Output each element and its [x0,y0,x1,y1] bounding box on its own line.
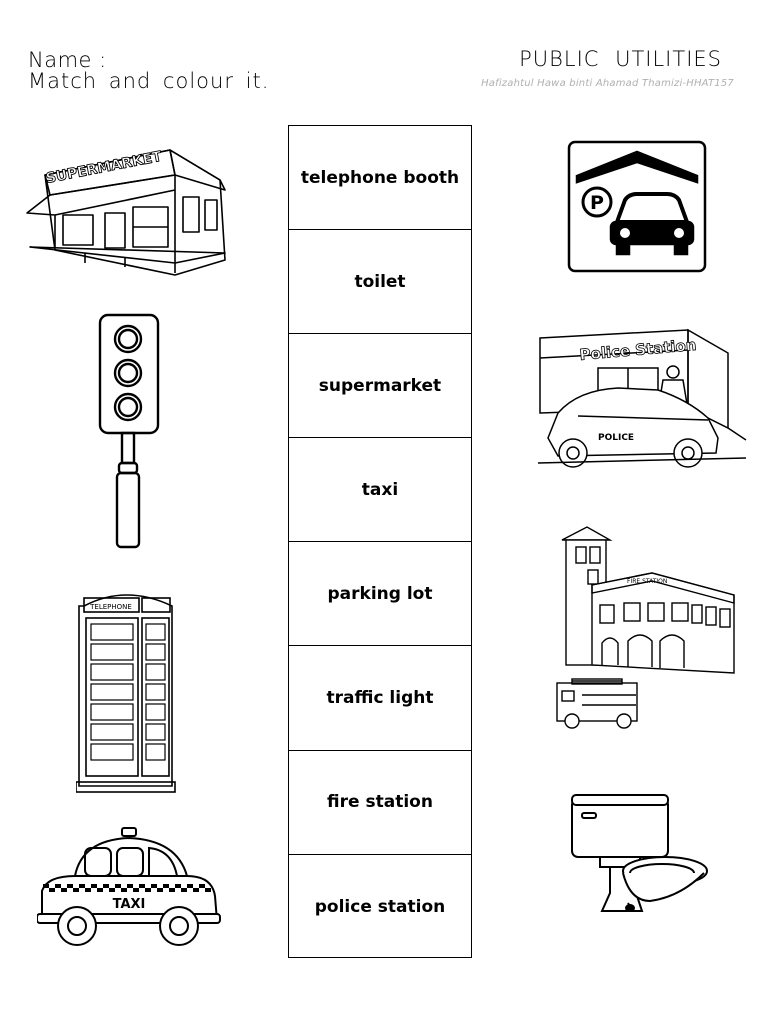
telephone-booth-picture[interactable]: TELEPHONE [76,586,176,796]
word-box-police-station[interactable]: police station [314,896,446,917]
word-box-parking-lot[interactable]: parking lot [289,542,471,647]
word-column: telephone booth toilet supermarket taxi … [288,125,472,958]
author-credit: Hafizahtul Hawa binti Ahamad Thamizi-HHA… [481,78,734,89]
telephone-sign: TELEPHONE [89,603,132,611]
word-box-supermarket[interactable]: supermarket [289,334,471,439]
parking-sign: P [590,192,604,214]
word-box-taxi[interactable]: taxi [289,438,471,543]
word-box-toilet[interactable]: toilet [289,230,471,335]
traffic-light-picture[interactable] [97,312,162,552]
taxi-sign: TAXI [113,897,146,912]
supermarket-picture[interactable]: SUPERMARKET [25,135,230,280]
fire-station-sign: FIRE STATION [627,578,667,585]
worksheet-title: PUBLIC UTILITIES [519,47,722,71]
word-box-traffic-light[interactable]: traffic light [289,646,471,751]
taxi-picture[interactable]: TAXI [37,826,222,951]
name-label: Name : [28,48,107,72]
parking-lot-picture[interactable]: P [567,140,707,273]
police-station-picture[interactable]: Police Station POLICE [538,328,748,478]
fire-station-picture[interactable]: FIRE STATION [552,525,737,730]
toilet-picture[interactable] [570,793,710,918]
word-box-telephone-booth[interactable]: telephone booth [289,126,471,231]
police-car-sign: POLICE [598,433,634,443]
instruction-text: Match and colour it. [28,69,270,93]
word-box-fire-station[interactable]: fire station [289,751,471,855]
